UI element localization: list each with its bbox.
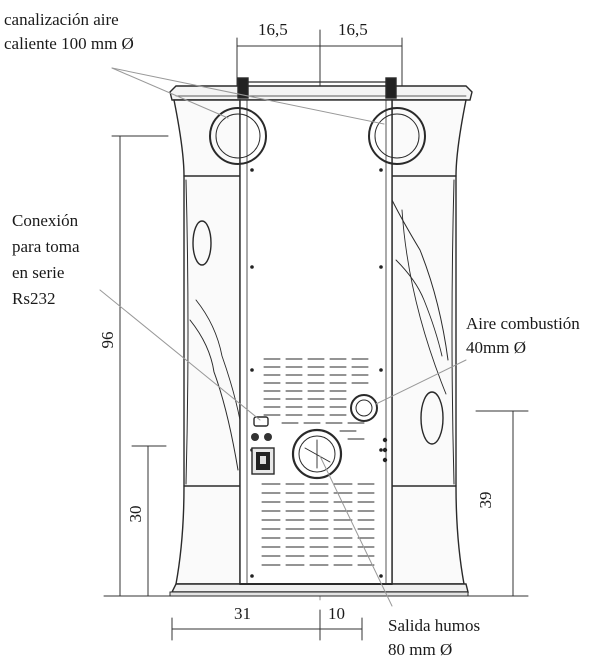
- label-line: para toma: [12, 237, 80, 256]
- combustion-air-label: Aire combustión 40mm Ø: [466, 312, 580, 360]
- stove-base: [169, 583, 469, 597]
- stove-rear-panel: [239, 99, 393, 585]
- label-line: Salida humos: [388, 616, 481, 635]
- stove-left-side-panel: [173, 99, 241, 585]
- smoke-exhaust-label: Salida humos 80 mm Ø: [388, 614, 480, 662]
- dim-left-height: 30: [126, 505, 145, 523]
- label-line: en serie: [12, 263, 65, 282]
- stove-right-side-panel: [391, 99, 467, 585]
- hot-air-duct-label: canalización aire caliente 100 mm Ø: [4, 8, 134, 56]
- dim-bottom-left: 31: [234, 604, 251, 623]
- hot-air-outlet-right: [368, 107, 426, 165]
- stove-top-lid: [169, 77, 473, 101]
- connector-panel: [251, 416, 388, 475]
- label-line: canalización aire: [4, 10, 119, 29]
- leader-lines: [99, 67, 467, 607]
- label-line: 40mm Ø: [466, 338, 526, 357]
- label-line: Conexión: [12, 211, 79, 230]
- label-line: Rs232: [12, 289, 56, 308]
- dimension-lines: [103, 29, 529, 641]
- dim-total-height: 96: [98, 331, 117, 349]
- smoke-outlet: [291, 428, 343, 480]
- dim-right-height: 39: [476, 491, 495, 509]
- dim-top-left: 16,5: [258, 20, 288, 39]
- label-line: Aire combustión: [466, 314, 580, 333]
- hot-air-outlet-left: [209, 107, 267, 165]
- combustion-air-inlet: [350, 394, 378, 422]
- lower-vent-grille: [261, 483, 375, 566]
- dim-top-right: 16,5: [338, 20, 368, 39]
- upper-vent-grille: [263, 358, 369, 440]
- dim-bottom-right: 10: [328, 604, 345, 623]
- rs232-connection-label: Conexión para toma en serie Rs232: [12, 208, 80, 312]
- label-line: caliente 100 mm Ø: [4, 34, 134, 53]
- label-line: 80 mm Ø: [388, 640, 453, 659]
